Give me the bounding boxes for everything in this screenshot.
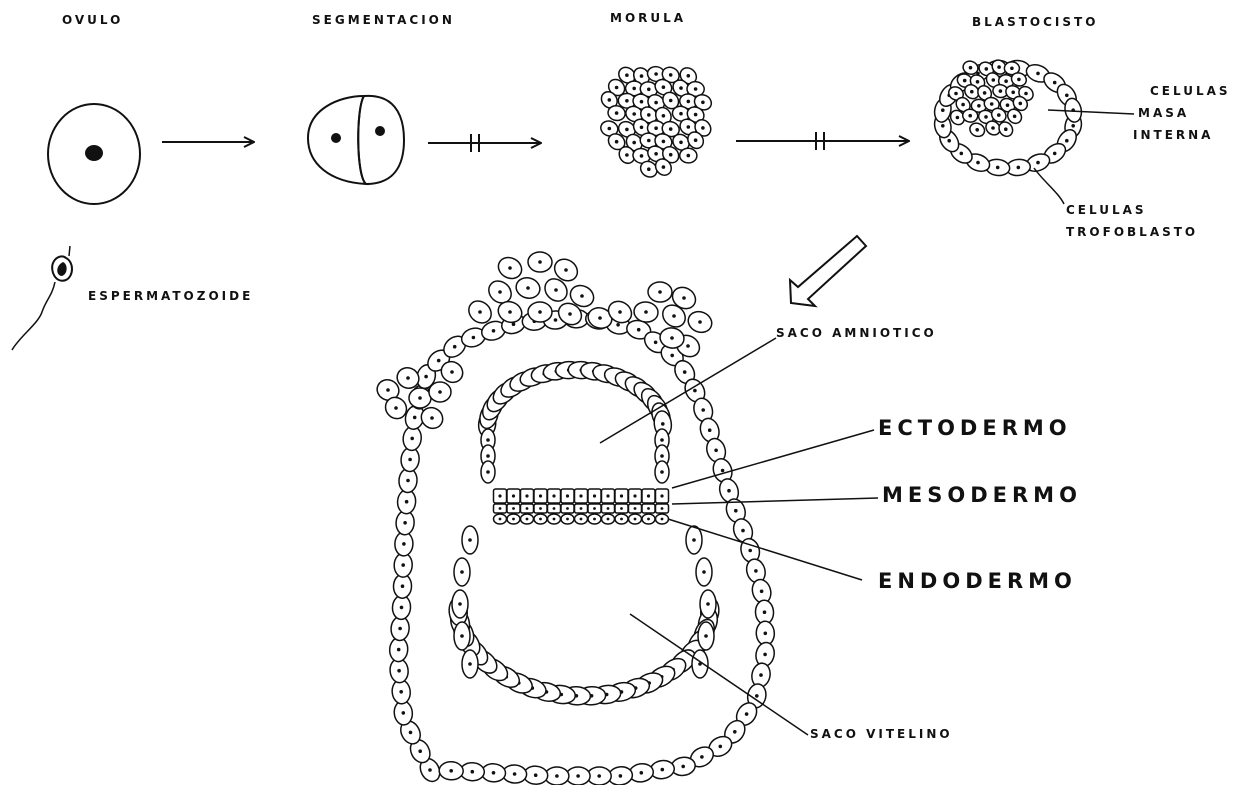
top-cluster-cell [528,252,553,273]
label-celulas-troph: CELULAS [1066,203,1147,217]
morula-cell-cluster [598,64,714,180]
endoderm-cell [534,514,547,524]
endoderm-cell [588,514,601,524]
mesoderm-cell [575,504,588,513]
label-espermatozoide: ESPERMATOZOIDE [88,289,253,303]
label-ectodermo: ECTODERMO [878,416,1072,440]
mesoderm-cell [629,504,642,513]
two-cell-stage [308,96,404,184]
stage-title-ovulo: OVULO [62,13,123,27]
ectoderm-cell [615,489,628,503]
mesoderm-cell [507,504,520,513]
left-cluster-cell [409,388,431,408]
ectoderm-cell [602,489,615,503]
ectoderm-cell [507,489,520,503]
mesoderm-cell [561,504,574,513]
top-cell-cluster [464,252,714,361]
ectoderm-cell [494,489,507,503]
stage-title-morula: MORULA [610,11,686,25]
outer-wall-cell [439,761,464,780]
ectoderm-cell [521,489,534,503]
endoderm-cell [548,514,561,524]
ovum-cell [48,104,140,204]
yolk-sac-cell [454,622,470,650]
label-interna: INTERNA [1133,128,1213,142]
ectoderm-cell [561,489,574,503]
amnion-cell [655,461,669,483]
endoderm-cell [507,514,520,524]
mesoderm-cell [521,504,534,513]
endoderm-cell [615,514,628,524]
ectoderm-cell [642,489,655,503]
embryo-detail [374,252,776,785]
arrow-morula-to-blastocisto [736,132,909,150]
endoderm-cell [521,514,534,524]
label-masa: MASA [1138,106,1189,120]
mesoderm-cell [588,504,601,513]
yolk-sac-cell [462,650,478,678]
yolk-sac-cell [692,650,708,678]
ectoderm-cell [534,489,547,503]
yolk-sac-cell [700,590,716,618]
stage-title-segmentacion: SEGMENTACION [312,13,455,27]
leader-mesodermo [672,498,878,504]
left-cluster-cell [429,382,451,402]
label-celulas-masa: CELULAS [1150,84,1231,98]
amnion-cell [481,461,495,483]
endoderm-cell [656,514,669,524]
top-cluster-cell [648,282,673,303]
sperm-cell [12,246,72,350]
mesoderm-cell [548,504,561,513]
top-cluster-cell [685,308,715,336]
endoderm-cell [575,514,588,524]
mesoderm-cell [602,504,615,513]
blastocyst [933,57,1084,176]
mesoderm-cell [534,504,547,513]
endoderm-layer [494,514,669,524]
outer-wall-cell [566,767,590,785]
yolk-sac-cell [452,590,468,618]
leader-trofoblasto [1034,168,1064,204]
endoderm-cell [629,514,642,524]
endoderm-cell [494,514,507,524]
hollow-arrow-to-embryo [790,236,866,306]
yolk-sac-cell [462,526,478,554]
yolk-sac-cell [696,558,712,586]
endoderm-cell [642,514,655,524]
label-trofoblasto: TROFOBLASTO [1066,225,1198,239]
ectoderm-cell [656,489,669,503]
label-saco-vitelino: SACO VITELINO [810,727,953,741]
ectoderm-cell [629,489,642,503]
mesoderm-cell [615,504,628,513]
yolk-sac-cell [698,622,714,650]
ectoderm-cell [575,489,588,503]
endoderm-cell [602,514,615,524]
top-cluster-cell [514,275,543,301]
arrow-segmentacion-to-morula [428,134,541,152]
mesoderm-cell [642,504,655,513]
leader-masa-interna [1048,110,1134,114]
outer-wall-cell [545,767,569,785]
yolk-sac-cell [686,526,702,554]
top-cluster-cell [495,254,526,283]
ectoderm-cell [588,489,601,503]
mesoderm-cell [656,504,669,513]
mesoderm-layer [494,504,669,513]
leader-ectodermo [672,430,874,488]
stage-title-blastocisto: BLASTOCISTO [972,15,1098,29]
yolk-sac-cells [448,526,720,705]
label-mesodermo: MESODERMO [882,483,1082,507]
morula-cell [680,148,698,163]
mesoderm-cell [494,504,507,513]
ectoderm-layer [494,489,669,503]
amniotic-sac-cells [477,361,673,483]
top-cluster-cell [528,302,553,323]
ectoderm-cell [548,489,561,503]
label-saco-amniotico: SACO AMNIOTICO [776,326,937,340]
endoderm-cell [561,514,574,524]
label-endodermo: ENDODERMO [878,569,1077,593]
yolk-sac-cell [454,558,470,586]
